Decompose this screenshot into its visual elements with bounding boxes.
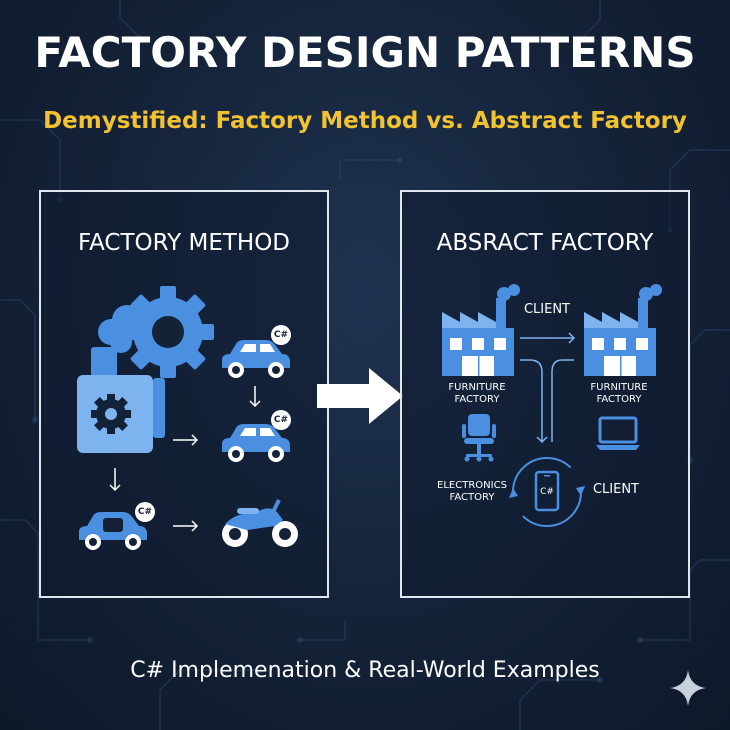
furniture-factory-left-label-2: FACTORY <box>454 394 500 405</box>
footer-caption: C# Implemenation & Real-World Examples <box>130 658 600 683</box>
client-label-top: CLIENT <box>523 302 571 317</box>
factory-method-panel: FACTORY METHOD <box>39 190 329 598</box>
car-icon <box>222 424 290 462</box>
csharp-badge-label: C# <box>137 507 153 517</box>
sparkle-icon <box>670 670 706 706</box>
page-subtitle: Demystified: Factory Method vs. Abstract… <box>43 108 687 134</box>
electronics-factory-label-2: FACTORY <box>449 492 495 503</box>
gear-icon <box>122 286 214 378</box>
factory-method-diagram <box>77 286 298 550</box>
client-label-bottom: CLIENT <box>592 482 640 497</box>
furniture-factory-right-label-2: FACTORY <box>596 394 642 405</box>
motorcycle-icon <box>222 499 298 547</box>
csharp-badge-label: C# <box>273 330 289 340</box>
arrow-right-small-icon <box>173 434 199 446</box>
laptop-icon <box>596 416 640 450</box>
factory-icon <box>442 284 520 376</box>
factory-icon <box>584 284 662 376</box>
electronics-factory-label-1: ELECTRONICS <box>437 480 507 491</box>
arrow-right-icon <box>317 368 403 424</box>
arrow-right-small-icon <box>173 520 199 532</box>
abstract-factory-panel: ABSRACT FACTORY <box>400 190 690 598</box>
abstract-factory-diagram <box>442 284 662 527</box>
chair-icon <box>462 414 496 462</box>
furniture-factory-left-label-1: FURNITURE <box>448 382 506 393</box>
page-title: FACTORY DESIGN PATTERNS <box>34 28 696 77</box>
factory-method-title: FACTORY METHOD <box>77 230 291 256</box>
csharp-badge-label: C# <box>273 415 289 425</box>
phone-icon <box>509 457 585 527</box>
phone-csharp-label: C# <box>540 487 554 497</box>
connector-arrows <box>520 332 576 444</box>
furniture-factory-right-label-1: FURNITURE <box>590 382 648 393</box>
car-icon <box>79 512 147 550</box>
csharp-badge <box>135 325 291 522</box>
factory-machine-icon <box>77 347 165 453</box>
arrow-down-icon <box>109 468 121 492</box>
car-icon <box>222 340 290 378</box>
abstract-factory-title: ABSRACT FACTORY <box>436 230 654 256</box>
arrow-down-icon <box>249 386 261 408</box>
